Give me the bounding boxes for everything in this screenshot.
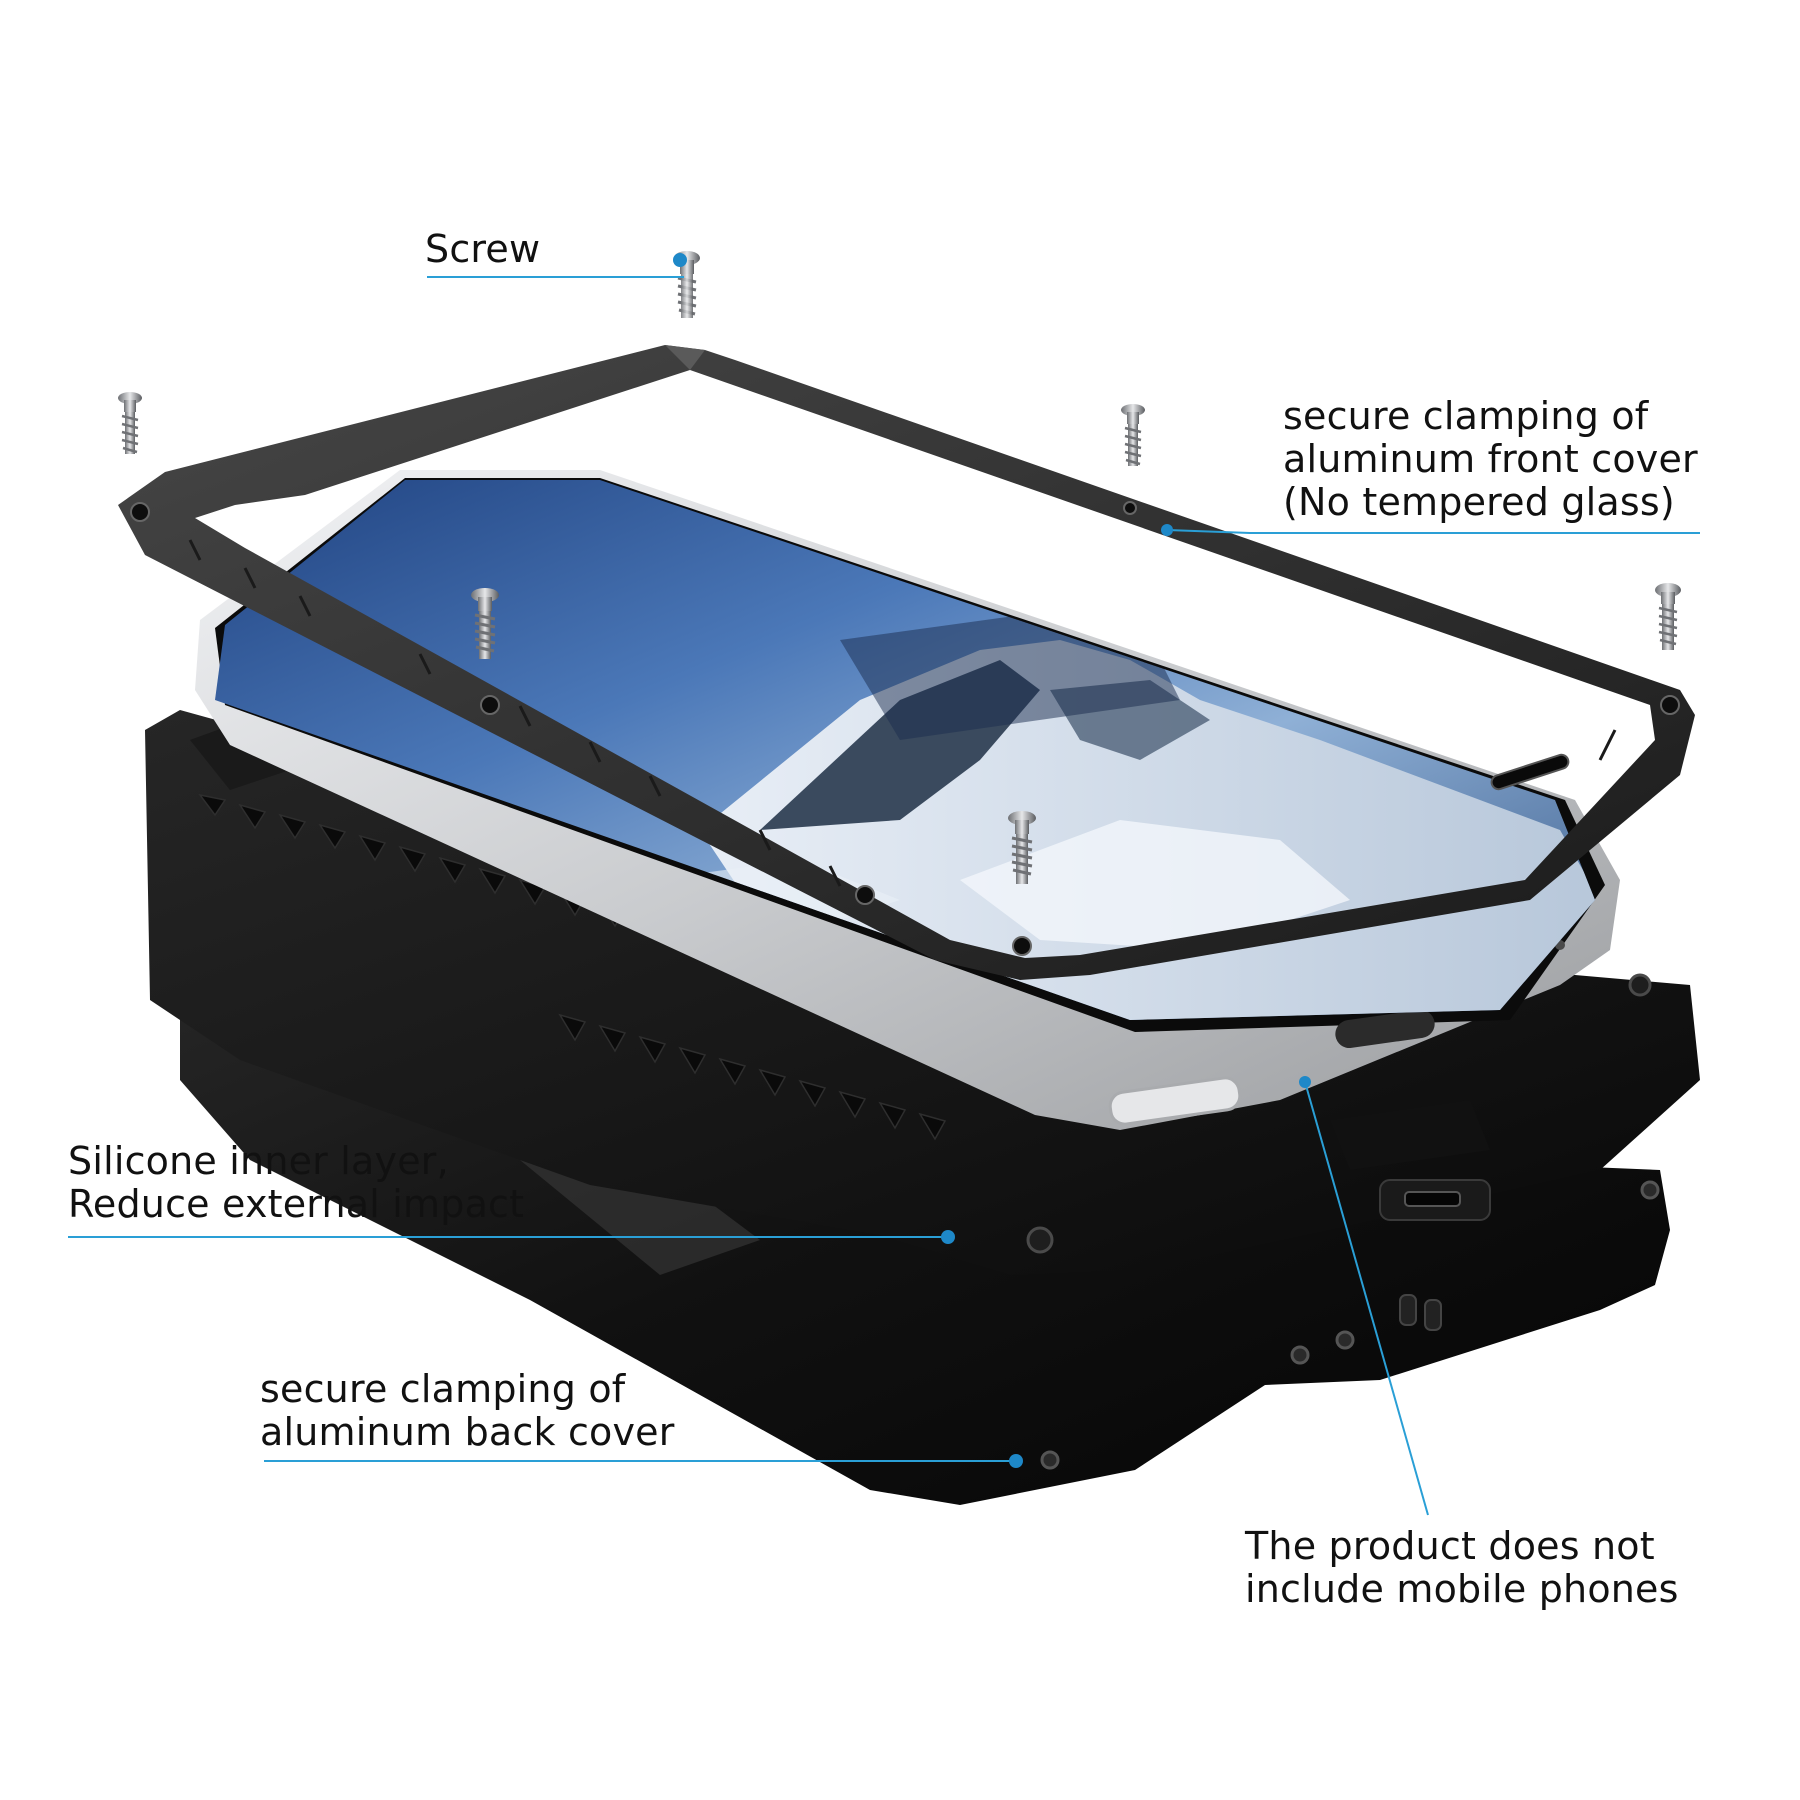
screw-icon <box>673 251 700 318</box>
callout-line: The product does not <box>1245 1524 1655 1568</box>
callout-front-cover: secure clamping of aluminum front cover … <box>1283 395 1698 524</box>
callout-line: secure clamping of <box>260 1367 626 1411</box>
callout-line: Reduce external impact <box>68 1182 525 1226</box>
callout-screw: Screw <box>425 228 540 271</box>
callout-line: include mobile phones <box>1245 1567 1679 1611</box>
screw-icon <box>1655 583 1681 650</box>
callout-line: Screw <box>425 227 541 271</box>
callout-line: (No tempered glass) <box>1283 480 1675 524</box>
callout-line: aluminum front cover <box>1283 437 1698 481</box>
front-bumper <box>118 345 1695 980</box>
leader-dots <box>941 524 1311 1468</box>
leader-lines <box>68 276 1700 1516</box>
screw-icon <box>1008 811 1036 884</box>
callout-phone-notice: The product does not include mobile phon… <box>1245 1525 1679 1611</box>
callout-line: secure clamping of <box>1283 394 1649 438</box>
screw-icon <box>471 588 499 659</box>
screw-icon <box>118 392 142 454</box>
callout-line: Silicone inner layer, <box>68 1139 449 1183</box>
callout-line: aluminum back cover <box>260 1410 675 1454</box>
callout-silicone-layer: Silicone inner layer, Reduce external im… <box>68 1140 524 1226</box>
callout-back-cover: secure clamping of aluminum back cover <box>260 1368 675 1454</box>
screw-icon <box>1121 404 1145 466</box>
